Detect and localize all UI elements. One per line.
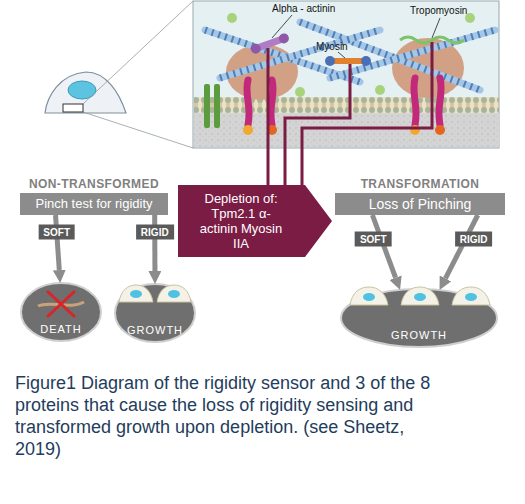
part-label: Myosin [316,41,348,53]
edge-label: RIGID [136,225,174,240]
protein-ball [295,87,305,97]
protein-ball [227,13,237,23]
text-area: Loss of Pinching [335,193,505,215]
node-label: GROWTH [391,329,447,342]
leader-line [338,52,345,58]
node-label: Pinch test for rigidity [35,196,152,212]
leader-line [272,15,292,38]
protein-pointer-line [302,42,432,188]
flow-arrow [56,215,60,270]
node-label: Loss of Pinching [369,196,472,212]
integrin-symbol [247,80,249,125]
myosin-head [325,56,335,66]
text-area: Pinch test for rigidity [20,193,168,215]
flow-arrow [152,215,157,271]
cell-overview [45,1,193,148]
myosin-rod [330,58,366,64]
actin-filament [220,30,380,78]
header-bar: NON-TRANSFORMEDPinch test for rigidity [20,193,168,215]
zoom-frame [193,1,499,148]
integrin-symbol [414,78,416,125]
ellipse-shape [341,289,497,347]
leader-line [432,18,440,38]
integrin-symbol [271,80,273,125]
receptor-symbol [214,84,220,128]
rigidity-sensor-zoom [193,1,499,148]
figure-caption: Figure1 Diagram of the rigidity sensor a… [15,372,445,460]
protein-pointer-line [267,48,270,188]
outcome-circle: GROWTH [114,283,196,343]
zoom-guide-line [83,112,193,148]
outcome-circle: DEATH [20,282,102,342]
zoom-guide-line [83,1,193,104]
lipid-bilayer [194,97,499,113]
outcome-circle: GROWTH [340,288,498,348]
protein-pointer-line [285,64,350,188]
alpha-actinin-symbol [249,32,290,55]
ellipse-shape [115,284,195,342]
receptor-symbol [204,84,210,128]
myosin-symbol [325,56,371,66]
zoom-region-marker [63,104,83,112]
edge-label: SOFT [355,231,392,246]
text-area: GROWTH [114,324,196,337]
node-label: DEATH [40,323,81,336]
text-area: DEATH [20,323,102,336]
alpha-actinin-head [249,42,262,55]
section-heading: NON-TRANSFORMED [10,177,178,191]
flow-arrow [445,215,477,278]
actin-filament [220,30,380,78]
alpha-actinin-head [278,32,291,45]
integrin-foot [435,125,445,135]
part-label: Alpha - actinin [272,3,335,15]
header-bar: TRANSFORMATIONLoss of Pinching [335,193,505,215]
depletion-pointers [268,42,432,188]
section-heading: TRANSFORMATION [325,177,515,191]
text-area: GROWTH [340,329,498,342]
integrin-foot [243,125,253,135]
arrow-shape [178,185,332,257]
myosin-head [361,56,371,66]
edge-label: SOFT [38,225,75,240]
ellipse-shape [21,283,101,341]
part-label: Tropomyosin [410,5,467,17]
node-label: Depletion of: Tpm2.1 α-actinin Myosin II… [198,191,284,251]
integrin-symbol [439,78,441,125]
text-area: Depletion of: Tpm2.1 α-actinin Myosin II… [191,185,291,257]
edge-label: RIGID [455,232,493,247]
protein-ball [375,85,385,95]
cell-body [45,72,126,113]
node-label: GROWTH [127,324,183,337]
arrow-box: Depletion of: Tpm2.1 α-actinin Myosin II… [178,185,332,257]
